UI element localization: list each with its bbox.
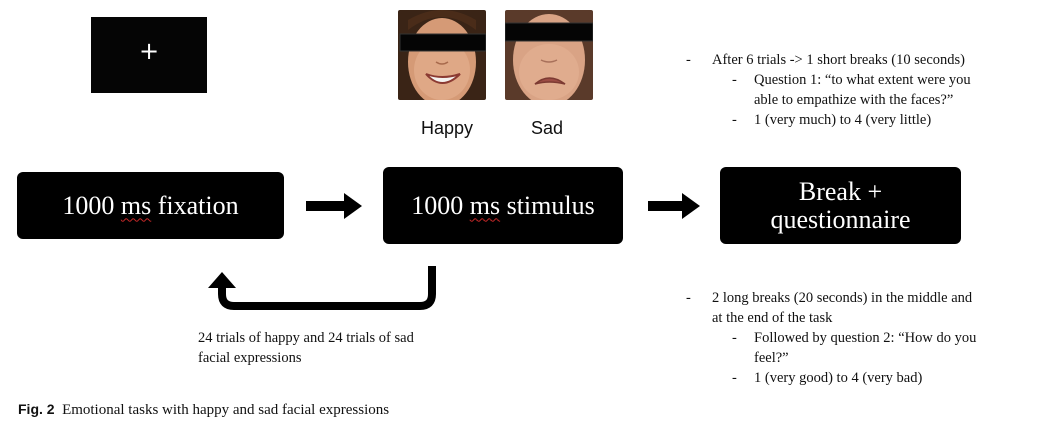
- fixation-box: 1000 ms fixation: [17, 172, 284, 239]
- sub-bullet-dash: -: [732, 112, 737, 128]
- stimulus-text: stimulus: [506, 190, 595, 220]
- loop-back-arrow-icon: [208, 266, 436, 310]
- break-questionnaire-box: Break + questionnaire: [720, 167, 961, 244]
- stimulus-box: 1000 ms stimulus: [383, 167, 623, 244]
- fixation-screen: +: [91, 17, 207, 93]
- happy-label: Happy: [421, 118, 474, 138]
- long-break-line2: at the end of the task: [712, 310, 833, 326]
- sub-bullet-dash: -: [732, 370, 737, 386]
- figure-caption: Fig. 2 Emotional tasks with happy and sa…: [18, 401, 389, 419]
- question1-line1: Question 1: “to what extent were you: [754, 72, 971, 88]
- fixation-unit: ms: [120, 190, 152, 220]
- loop-line1: 24 trials of happy and 24 trials of sad: [198, 330, 414, 346]
- long-break-notes: - 2 long breaks (20 seconds) in the midd…: [676, 288, 1046, 388]
- bullet-dash: -: [686, 52, 691, 68]
- break-line2: questionnaire: [770, 204, 911, 234]
- right-arrow-icon: [648, 193, 700, 219]
- long-break-line1: 2 long breaks (20 seconds) in the middle…: [712, 290, 973, 306]
- question1-scale: 1 (very much) to 4 (very little): [754, 112, 932, 128]
- loop-description: 24 trials of happy and 24 trials of sad …: [198, 328, 448, 368]
- figure-caption-text: Emotional tasks with happy and sad facia…: [62, 402, 390, 418]
- question2-line1: Followed by question 2: “How do you: [754, 330, 977, 346]
- bullet-dash: -: [686, 290, 691, 306]
- stimulus-unit: ms: [469, 190, 501, 220]
- short-break-bullet: After 6 trials -> 1 short breaks (10 sec…: [712, 52, 965, 68]
- sad-face-image: [505, 10, 593, 100]
- figure-label: Fig. 2: [18, 401, 55, 417]
- stimulus-duration: 1000: [411, 190, 464, 220]
- question2-line2: feel?”: [754, 350, 789, 366]
- fixation-duration: 1000: [62, 190, 115, 220]
- sad-label: Sad: [531, 118, 564, 138]
- right-arrow-icon: [306, 193, 362, 219]
- fixation-text: fixation: [157, 190, 239, 220]
- break-line1: Break +: [798, 176, 883, 206]
- fixation-cross: +: [138, 37, 160, 65]
- loop-line2: facial expressions: [198, 350, 302, 366]
- question1-line2: able to empathize with the faces?”: [754, 92, 954, 108]
- sub-bullet-dash: -: [732, 330, 737, 346]
- happy-face-image: [398, 10, 486, 100]
- sub-bullet-dash: -: [732, 72, 737, 88]
- question2-scale: 1 (very good) to 4 (very bad): [754, 370, 923, 386]
- short-break-notes: - After 6 trials -> 1 short breaks (10 s…: [676, 50, 1046, 130]
